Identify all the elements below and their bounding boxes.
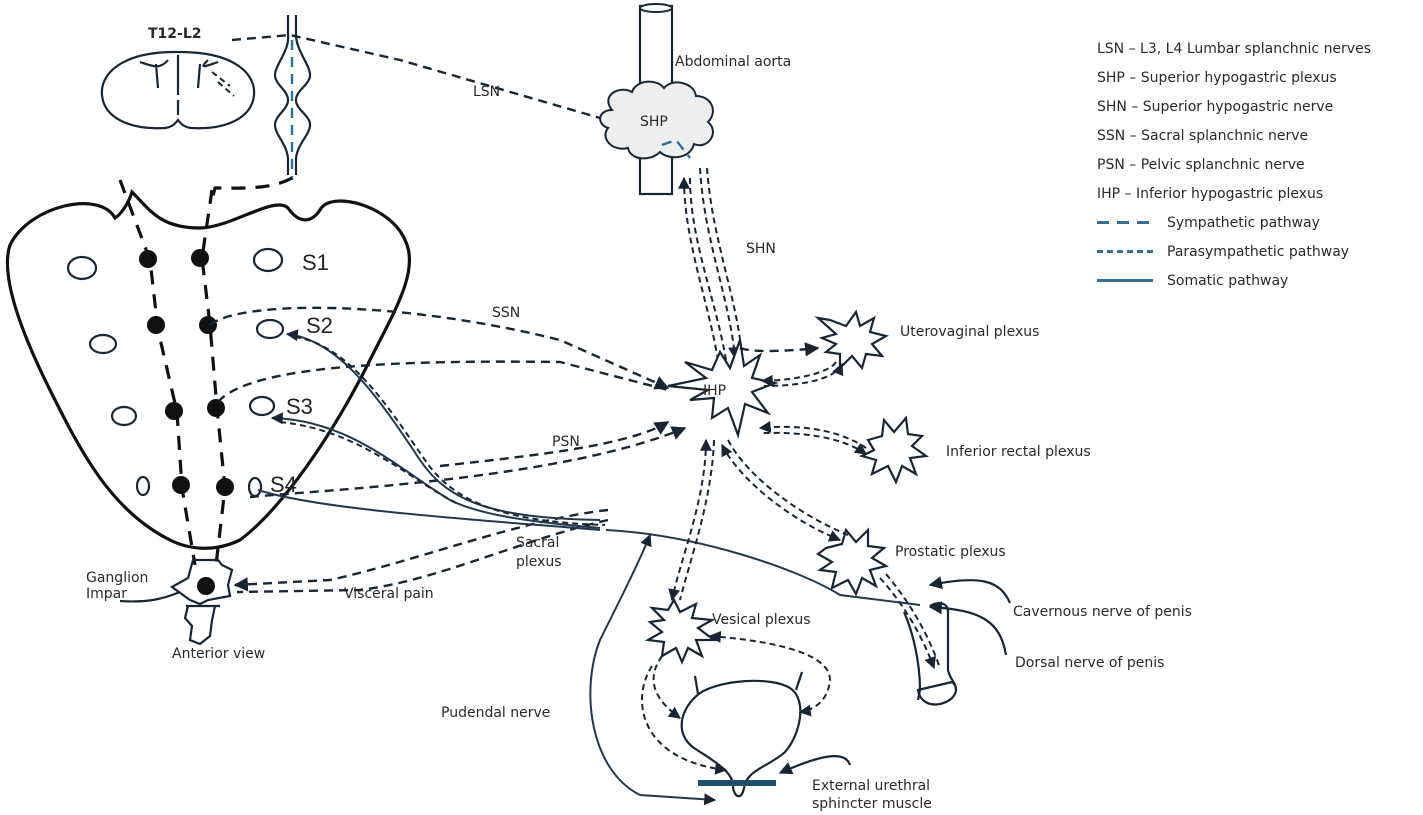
legend-abbrev-lsn: LSN – L3, L4 Lumbar splanchnic nerves	[1097, 40, 1371, 57]
parasympathetic-swatch	[1097, 250, 1153, 253]
sacral-plexus-label-line1: Sacral	[516, 535, 559, 551]
ganglion-label-line1: Ganglion	[86, 570, 148, 586]
legend-label-sympathetic: Sympathetic pathway	[1167, 214, 1320, 231]
lsn-pathway	[231, 33, 662, 135]
ganglion-impar	[197, 577, 215, 595]
aorta-label: Abdominal aorta	[675, 54, 791, 70]
legend-abbrev-psn: PSN – Pelvic splanchnic nerve	[1097, 156, 1305, 173]
uterovaginal-plexus: Uterovaginal plexus	[739, 309, 1039, 387]
visceral-pain-pathway	[233, 508, 609, 594]
sacrum: S1 S2 S3 S4	[5, 179, 411, 566]
bladder: External urethral sphincter muscle	[680, 671, 932, 812]
spinal-segment-label: T12-L2	[148, 26, 202, 42]
sacral-plexus-label-line2: plexus	[516, 554, 562, 570]
dorsal-nerve-label: Dorsal nerve of penis	[1015, 655, 1164, 671]
psn-label: PSN	[552, 434, 580, 450]
ganglion-label-line2: Impar	[86, 586, 127, 602]
sacral-plexus	[257, 329, 921, 606]
prostatic-plexus: Prostatic plexus	[721, 439, 1006, 597]
legend-abbrev-ihp: IHP – Inferior hypogastric plexus	[1097, 185, 1324, 202]
ssn-label: SSN	[492, 305, 520, 321]
foramen-label-s1: S1	[302, 250, 329, 275]
legend-abbrev-shp: SHP – Superior hypogastric plexus	[1097, 69, 1337, 86]
shp-label: SHP	[640, 114, 668, 130]
legend-label-somatic: Somatic pathway	[1167, 272, 1289, 289]
legend-abbrev-shn: SHN – Superior hypogastric nerve	[1097, 98, 1334, 115]
penis-outline	[879, 573, 958, 706]
foramina-right	[247, 247, 285, 498]
shn-pathway	[678, 167, 743, 361]
foramen-label-s4: S4	[270, 472, 297, 497]
legend-item-parasympathetic: Parasympathetic pathway	[1097, 237, 1371, 266]
sympathetic-chain	[273, 15, 312, 180]
foramen-label-s3: S3	[286, 394, 313, 419]
legend: LSN – L3, L4 Lumbar splanchnic nerves SH…	[1097, 34, 1371, 295]
inferior-rectal-plexus-label: Inferior rectal plexus	[946, 444, 1091, 460]
legend-item-sympathetic: Sympathetic pathway	[1097, 208, 1371, 237]
spinal-cord-section: T12-L2	[100, 26, 256, 130]
sympathetic-ganglia	[139, 249, 234, 496]
sympathetic-swatch	[1097, 221, 1153, 224]
visceral-pain-label: Visceral pain	[344, 586, 434, 602]
psn-pathway	[249, 420, 687, 499]
inferior-rectal-plexus: Inferior rectal plexus	[758, 415, 1091, 485]
pudendal-nerve	[589, 533, 717, 806]
vesical-plexus-label: Vesical plexus	[712, 612, 811, 628]
vesical-plexus: Vesical plexus	[641, 438, 832, 775]
foramina-left	[66, 255, 151, 497]
legend-abbrev-ssn: SSN – Sacral splanchnic nerve	[1097, 127, 1309, 144]
somatic-swatch	[1097, 279, 1153, 282]
sphincter-label-line2: sphincter muscle	[812, 796, 932, 812]
legend-item-somatic: Somatic pathway	[1097, 266, 1371, 295]
dorsal-nerve-pointer	[928, 601, 1008, 656]
legend-label-parasympathetic: Parasympathetic pathway	[1167, 243, 1350, 260]
uterovaginal-plexus-label: Uterovaginal plexus	[900, 324, 1039, 340]
coccyx: Ganglion Impar Anterior view	[86, 558, 265, 662]
shn-label: SHN	[746, 241, 776, 257]
sphincter-label-line1: External urethral	[812, 778, 930, 794]
cavernous-nerve-pointer	[928, 576, 1012, 604]
shp-node: SHP	[599, 80, 714, 160]
ihp-node: IHP	[667, 339, 779, 439]
pudendal-nerve-label: Pudendal nerve	[441, 705, 550, 721]
ihp-label: IHP	[703, 383, 726, 399]
cavernous-nerve-label: Cavernous nerve of penis	[1013, 604, 1192, 620]
lsn-label: LSN	[473, 84, 500, 100]
anterior-view-label: Anterior view	[172, 646, 265, 662]
foramen-label-s2: S2	[306, 313, 333, 338]
prostatic-plexus-label: Prostatic plexus	[895, 544, 1006, 560]
sphincter-muscle	[698, 780, 776, 786]
